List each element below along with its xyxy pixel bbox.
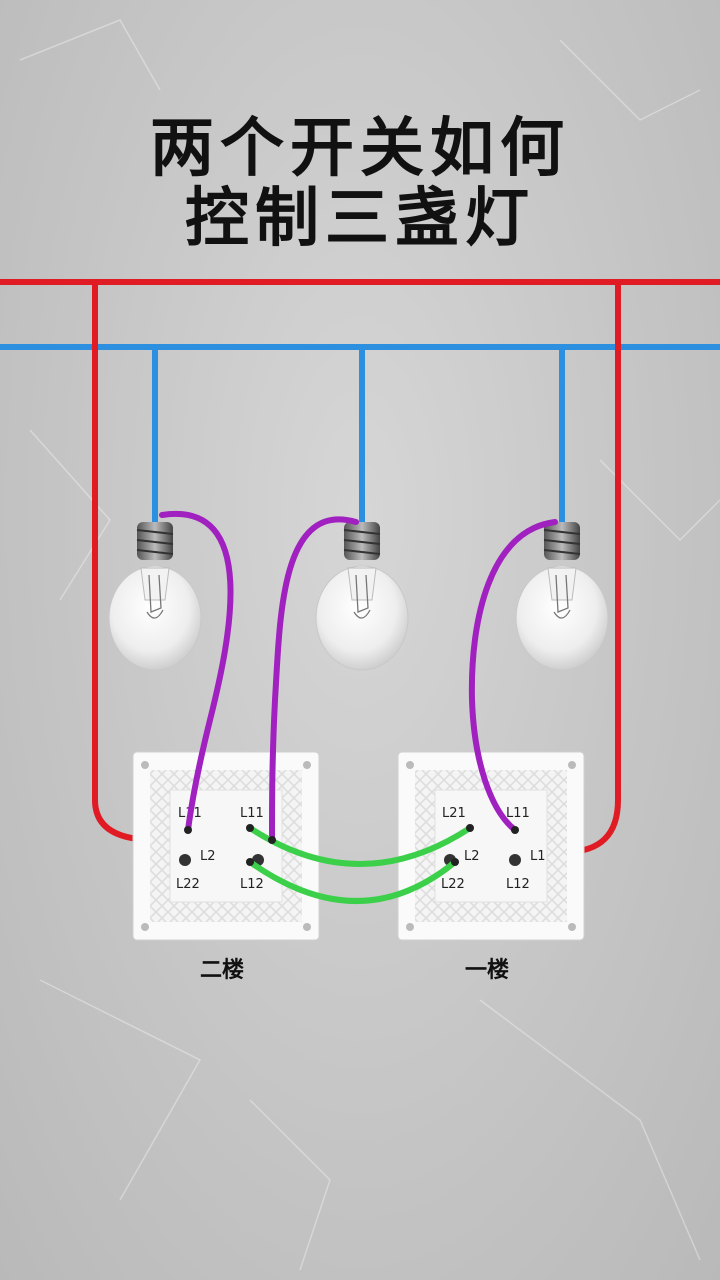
terminal-dots [184,824,519,866]
title-line-2: 控制三盏灯 [185,182,535,256]
terminal-l22: L22 [176,877,200,892]
bulb-1 [108,522,202,671]
terminal-l22-first: L22 [441,877,465,892]
label-first-floor: 一楼 [464,958,509,983]
title-line-1: 两个开关如何 [150,112,570,186]
wall-texture [19,19,720,1271]
switched-wire-1 [159,510,234,833]
bulb-2 [315,522,409,671]
traveler-wire-upper [247,825,473,867]
switched-wire-2 [269,516,359,843]
label-second-floor: 二楼 [199,958,244,983]
terminal-l2-first: L2 [464,849,480,864]
terminal-l12-first: L12 [506,877,530,892]
traveler-wire-lower [247,859,458,904]
terminal-l11-first: L11 [506,806,530,821]
switch-second-floor: L11 L2 L22 L11 L12 [132,751,320,941]
terminal-l12: L12 [240,877,264,892]
terminal-l1: L1 [530,849,546,864]
bulb-3 [515,522,609,671]
switch-first-floor: L21 L2 L22 L11 L1 L12 [397,751,585,941]
terminal-l11-mid: L11 [240,806,264,821]
terminal-l2: L2 [200,849,216,864]
terminal-l21: L21 [442,806,466,821]
switched-wire-3 [468,519,558,833]
